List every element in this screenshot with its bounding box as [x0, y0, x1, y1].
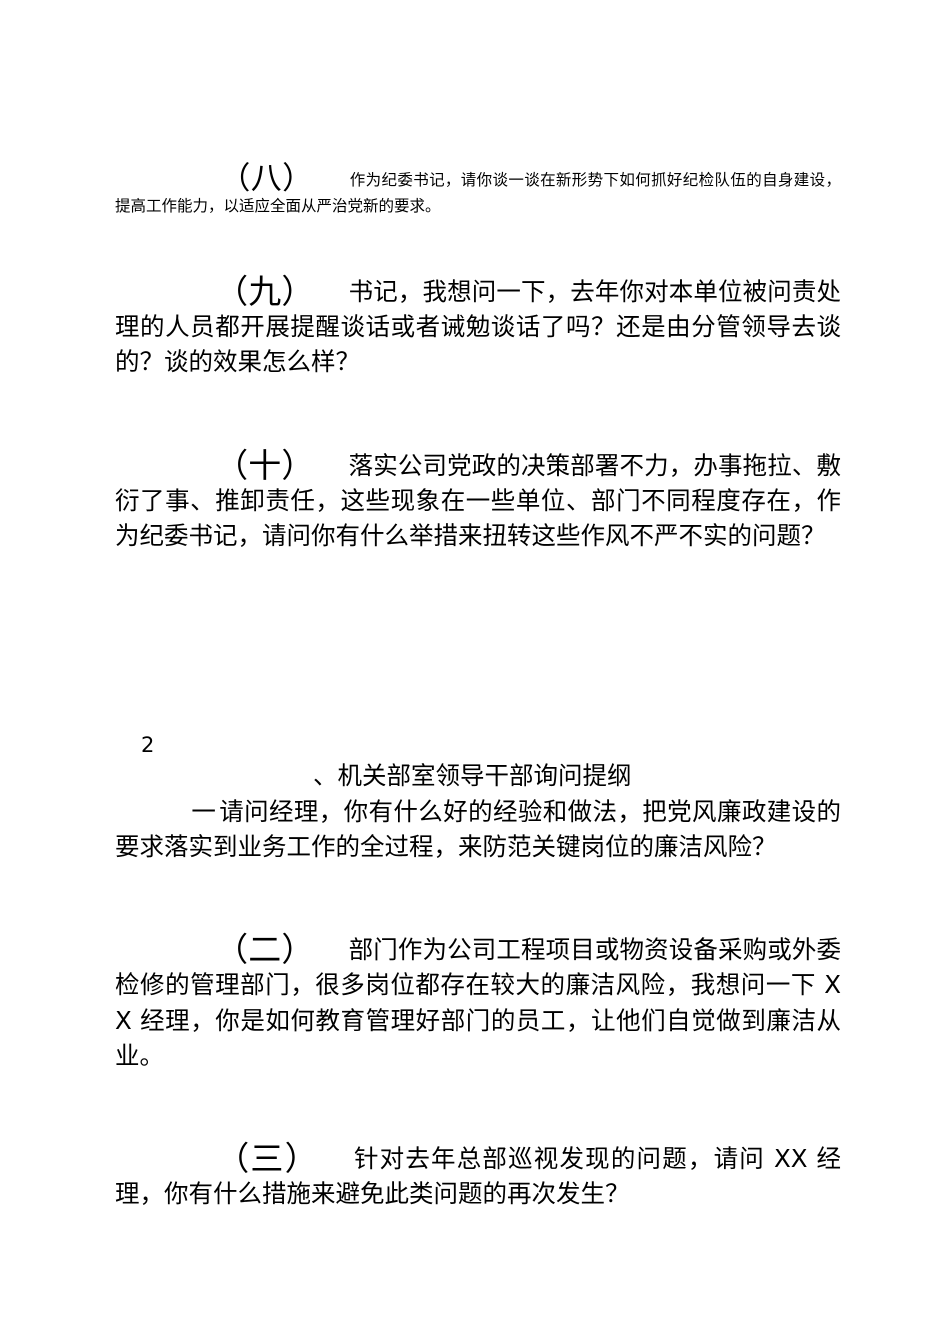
gap-after-9b — [115, 414, 841, 448]
item-text-8: 作为纪委书记，请你谈一谈在新形势下如何抓好纪检队伍的自身建设，提高工作能力，以适… — [115, 171, 841, 215]
item-marker-2-2: （二） — [215, 930, 315, 970]
item-marker-9: （九） — [215, 271, 315, 311]
item-text-10: 落实公司党政的决策部署不力，办事拖拉、敷衍了事、推卸责任，这些现象在一些单位、部… — [115, 450, 841, 551]
gap-after-2-1b — [115, 898, 841, 932]
question-item-9: （九）书记，我想问一下，去年你对本单位被问责处理的人员都开展提醒谈话或者诫勉谈话… — [115, 274, 841, 380]
gap-after-8b — [115, 252, 841, 274]
item-text-9: 书记，我想问一下，去年你对本单位被问责处理的人员都开展提醒谈话或者诫勉谈话了吗？… — [115, 276, 841, 377]
top-spacer-5 — [115, 136, 841, 164]
section-gap-3 — [115, 622, 841, 656]
gap-after-8 — [115, 218, 841, 252]
question-item-2-3: （三）针对去年总部巡视发现的问题，请问 XX 经理，你有什么措施来避免此类问题的… — [115, 1141, 841, 1212]
top-spacer-4 — [115, 102, 841, 136]
top-spacer — [115, 0, 841, 34]
gap-after-2-1 — [115, 864, 841, 898]
item-marker-2-1: 一 — [191, 796, 220, 826]
section-gap-5 — [115, 690, 841, 724]
gap-after-2-2 — [115, 1073, 841, 1107]
item-text-2-2: 部门作为公司工程项目或物资设备采购或外委检修的管理部门，很多岗位都存在较大的廉洁… — [115, 935, 841, 1070]
item-text-2-1: 请问经理，你有什么好的经验和做法，把党风廉政建设的要求落实到业务工作的全过程，来… — [115, 796, 841, 861]
gap-after-2-2b — [115, 1107, 841, 1141]
question-item-10: （十）落实公司党政的决策部署不力，办事拖拉、敷衍了事、推卸责任，这些现象在一些单… — [115, 448, 841, 554]
section-gap-2 — [115, 588, 841, 622]
question-item-8: （八）作为纪委书记，请你谈一谈在新形势下如何抓好纪检队伍的自身建设，提高工作能力… — [115, 164, 841, 218]
section-2-title: 、机关部室领导干部询问提纲 — [313, 760, 632, 790]
item-text-2-3: 针对去年总部巡视发现的问题，请问 XX 经理，你有什么措施来避免此类问题的再次发… — [115, 1144, 841, 1209]
section-gap-1 — [115, 554, 841, 588]
section-gap-6 — [115, 724, 841, 732]
item-marker-8: （八） — [219, 161, 314, 197]
document-body: （八）作为纪委书记，请你谈一谈在新形势下如何抓好纪检队伍的自身建设，提高工作能力… — [115, 0, 841, 1212]
question-item-2-1: 一请问经理，你有什么好的经验和做法，把党风廉政建设的要求落实到业务工作的全过程，… — [115, 794, 841, 865]
top-spacer-3 — [115, 68, 841, 102]
section-gap-4 — [115, 656, 841, 690]
section-2-number: 2 — [141, 732, 155, 757]
top-spacer-2 — [115, 34, 841, 68]
gap-after-9 — [115, 380, 841, 414]
question-item-2-2: （二）部门作为公司工程项目或物资设备采购或外委检修的管理部门，很多岗位都存在较大… — [115, 932, 841, 1073]
item-marker-10: （十） — [215, 445, 315, 485]
item-marker-2-3: （三） — [215, 1139, 319, 1179]
